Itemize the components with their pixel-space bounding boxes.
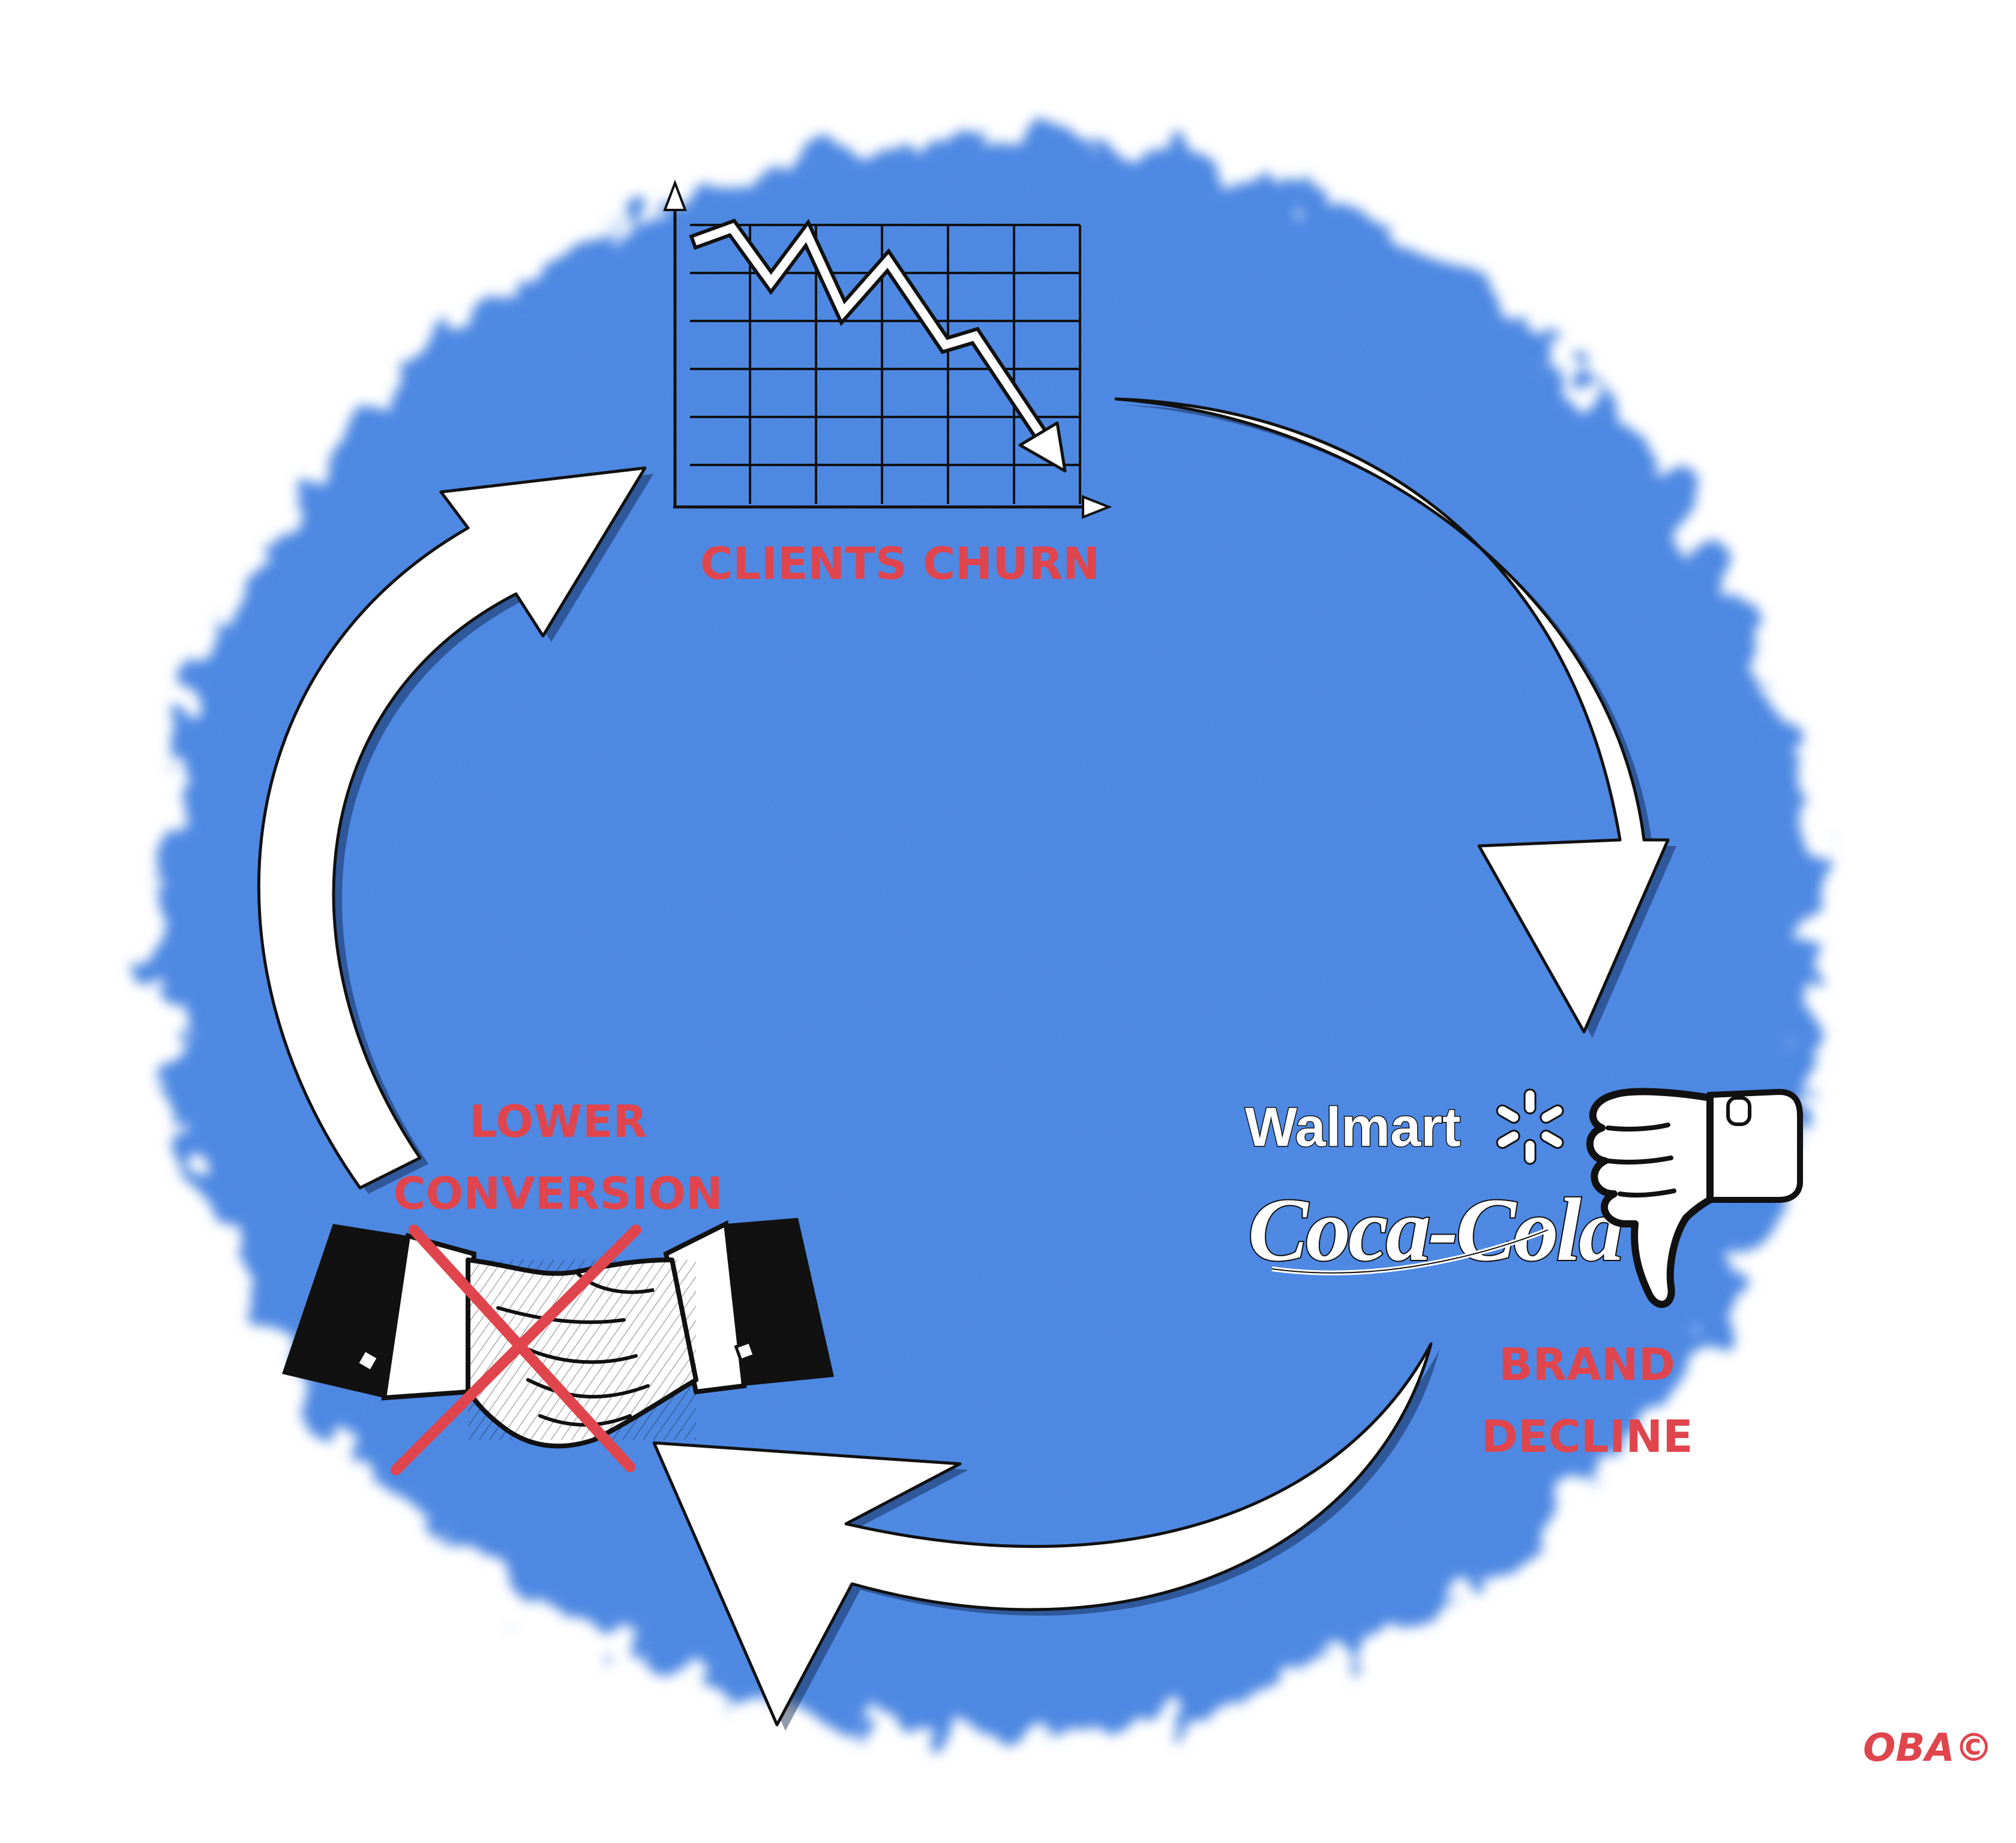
lower-conversion-label-line1: LOWER [469, 1096, 647, 1148]
cycle-arrow-conversion-to-churn [257, 466, 653, 1194]
cycle-arrow-brand-to-conversion [652, 1342, 1439, 1731]
declining-line-chart-icon [663, 179, 1112, 519]
cycle-arrow-churn-to-brand [1114, 397, 1676, 1038]
clients-churn-label: CLIENTS CHURN [700, 538, 1100, 590]
crossed-out-handshake-icon [282, 1218, 834, 1475]
walmart-logo: Walmart [1244, 1088, 1564, 1165]
lower-conversion-label-line2: CONVERSION [393, 1168, 723, 1220]
svg-text:Walmart: Walmart [1245, 1097, 1461, 1158]
brand-decline-label-line2: DECLINE [1481, 1411, 1693, 1463]
thumbs-down-icon [1586, 1088, 1803, 1308]
coca-cola-logo: Coca-Cola [1247, 1179, 1625, 1281]
walmart-spark-icon [1496, 1088, 1564, 1165]
brand-decline-label-line1: BRAND [1499, 1339, 1675, 1391]
author-signature: OBA© [1863, 1726, 1993, 1770]
